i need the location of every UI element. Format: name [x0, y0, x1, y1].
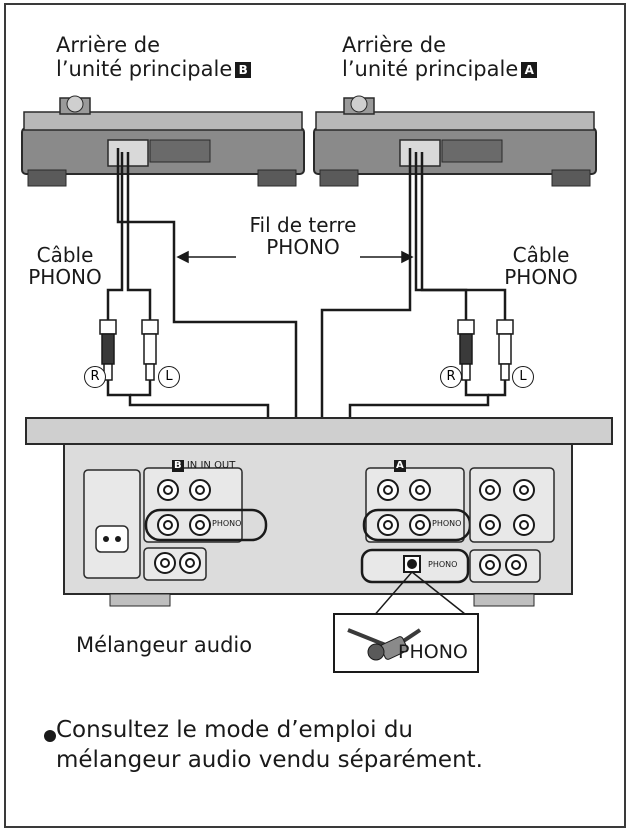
mixer-b-phono-label: PHONO [212, 519, 242, 528]
ground-terminal-label: PHONO [398, 641, 468, 663]
mixer-a-mark: A [394, 460, 406, 472]
plug-b-right-label: R [84, 366, 106, 388]
mixer-a-header: A [394, 460, 406, 472]
note-line1: Consultez le mode d’emploi du [56, 717, 414, 743]
cable-right-line2: PHONO [504, 265, 578, 290]
turntable-b-line2: l’unité principale [56, 56, 233, 81]
ground-wire-line1: Fil de terre [249, 213, 357, 237]
rca-plugs [99, 319, 514, 381]
note-line2: mélangeur audio vendu séparément. [56, 746, 483, 773]
mixer-body [25, 417, 613, 607]
ground-wire-line2: PHONO [266, 235, 340, 260]
turntable-b [21, 95, 305, 187]
turntable-a-line2: l’unité principale [342, 56, 519, 81]
cable-right-line1: Câble [512, 243, 570, 267]
mixer-ground-phono-label: PHONO [428, 560, 458, 569]
rca-jacks [154, 479, 535, 576]
cable-left-line1: Câble [36, 243, 94, 267]
turntable-b-mark: B [235, 61, 252, 78]
turntable-a-line1: Arrière de [342, 33, 447, 57]
mixer-label: Mélangeur audio [76, 633, 253, 657]
plug-a-left-label: L [512, 366, 534, 388]
turntable-a [313, 95, 597, 187]
mixer-b-header: B IN IN OUT [172, 460, 235, 472]
mixer-in1-label: IN [186, 460, 198, 471]
note-bullet [44, 730, 56, 742]
cable-left-line2: PHONO [28, 265, 102, 290]
ground-arrows [176, 250, 414, 264]
turntable-b-line1: Arrière de [56, 33, 161, 57]
plug-a-right-label: R [440, 366, 462, 388]
mixer-a-phono-label: PHONO [432, 519, 462, 528]
ground-wire-label: Fil de terre PHONO [228, 214, 378, 259]
mixer-out-label: OUT [214, 460, 236, 471]
mixer-in2-label: IN [200, 460, 211, 471]
cable-left-label: Câble PHONO [24, 244, 106, 289]
note-text: Consultez le mode d’emploi du mélangeur … [56, 716, 483, 776]
mixer-b-mark: B [172, 460, 184, 472]
turntable-a-mark: A [521, 61, 538, 78]
ground-terminal-callout [333, 571, 479, 673]
cable-right-label: Câble PHONO [496, 244, 586, 289]
plug-b-left-label: L [158, 366, 180, 388]
